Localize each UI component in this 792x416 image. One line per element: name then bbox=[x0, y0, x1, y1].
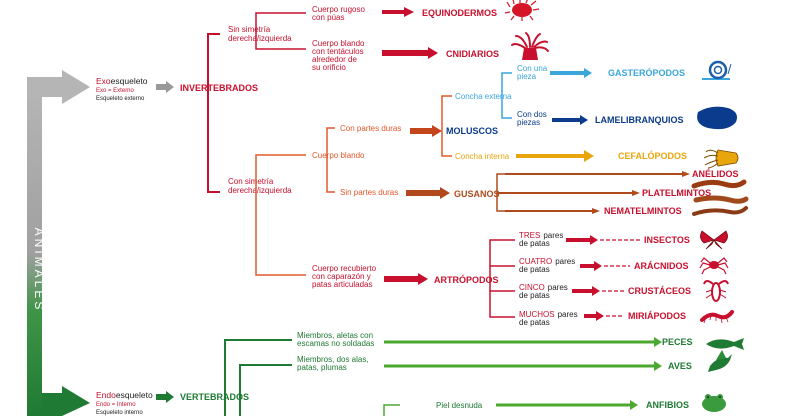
anelidos-result: ANÉLIDOS bbox=[692, 169, 739, 179]
bird-icon bbox=[708, 350, 732, 372]
artropodos-bracket bbox=[489, 239, 515, 318]
frog-icon bbox=[702, 394, 726, 412]
gusanos-arrow bbox=[406, 187, 450, 199]
vert-bracket bbox=[224, 339, 292, 416]
insectos-arrow bbox=[566, 235, 598, 245]
crustaceos-result: CRUSTÁCEOS bbox=[628, 286, 691, 296]
anfibios-arrow bbox=[630, 400, 638, 410]
miriapodos-result: MIRIÁPODOS bbox=[628, 311, 686, 321]
lamelibranquios-arrow bbox=[552, 115, 588, 125]
invert-bracket bbox=[207, 33, 220, 193]
vert-bracket-anfibios bbox=[383, 404, 400, 416]
trunk-bar bbox=[27, 88, 42, 416]
flatworm-icon bbox=[693, 195, 749, 204]
trunk-bottom-arrow bbox=[42, 386, 90, 416]
gusanos-label: GUSANOS bbox=[454, 189, 500, 199]
gasteropodos-arrow bbox=[550, 68, 592, 78]
equinodermos-arrow bbox=[382, 7, 414, 17]
artropodos-arrow bbox=[384, 273, 428, 285]
centipede-icon bbox=[700, 310, 734, 324]
anemone-icon bbox=[511, 32, 549, 60]
endo-label: Endoesqueleto bbox=[96, 390, 153, 400]
aves-desc: Miembros, dos alas,patas, plumas bbox=[297, 355, 369, 372]
invertebrados-label: INVERTEBRADOS bbox=[180, 83, 258, 93]
sea-urchin-icon bbox=[504, 0, 540, 21]
snail-icon bbox=[702, 60, 732, 80]
endo-sub: Esqueleto interno bbox=[96, 410, 143, 416]
annelid-icon bbox=[691, 179, 747, 189]
peces-arrow bbox=[654, 337, 662, 347]
miriapodos-arrow bbox=[584, 311, 604, 321]
peces-result: PECES bbox=[662, 337, 693, 347]
cefalopodos-result: CEFALÓPODOS bbox=[618, 150, 687, 161]
cnidarios-result: CNIDIARIOS bbox=[446, 49, 499, 59]
sin-partes-duras-label: Sin partes duras bbox=[340, 188, 398, 197]
butterfly-icon bbox=[700, 230, 728, 250]
anfibios-desc: Piel desnuda bbox=[436, 401, 483, 410]
trunk-top-arrow bbox=[27, 70, 90, 104]
nematelmintos-result: NEMATELMINTOS bbox=[604, 206, 682, 216]
artropodos-label: ARTRÓPODOS bbox=[434, 274, 499, 285]
roundworm-icon bbox=[692, 206, 748, 216]
squid-icon bbox=[703, 149, 739, 169]
con-bracket bbox=[255, 154, 306, 276]
cnidarios-arrow bbox=[382, 47, 438, 59]
gasteropodos-result: GASTERÓPODOS bbox=[608, 67, 685, 78]
lobster-icon bbox=[703, 280, 729, 302]
fish-icon bbox=[706, 338, 744, 350]
cefalopodos-arrow bbox=[516, 150, 594, 162]
nematelmintos-arrow bbox=[592, 208, 600, 214]
anelidos-arrow bbox=[682, 171, 690, 177]
concha-externa-label: Concha externa bbox=[455, 92, 512, 101]
exo-label: Exoesqueleto bbox=[96, 76, 148, 86]
moluscos-label: MOLUSCOS bbox=[446, 126, 498, 136]
aves-result: AVES bbox=[668, 361, 692, 371]
spider-icon bbox=[699, 257, 729, 275]
equinodermos-result: EQUINODERMOS bbox=[422, 8, 497, 18]
exo-arrow bbox=[156, 81, 174, 93]
endo-arrow bbox=[156, 391, 174, 403]
crustaceos-arrow bbox=[572, 286, 600, 296]
platelmintos-result: PLATELMINTOS bbox=[642, 188, 711, 198]
platelmintos-arrow bbox=[632, 190, 640, 196]
moluscos-bracket bbox=[441, 95, 452, 157]
con-partes-duras-label: Con partes duras bbox=[340, 124, 401, 133]
aracnidos-arrow bbox=[580, 261, 602, 271]
vert-bracket-aves bbox=[239, 364, 292, 416]
mussel-icon bbox=[697, 106, 737, 130]
exo-sub: Esqueleto externo bbox=[96, 96, 145, 102]
concha-interna-label: Concha interna bbox=[455, 152, 510, 161]
concha-externa-bracket bbox=[501, 72, 512, 119]
endo-note: Endo = Interno bbox=[96, 402, 136, 408]
exo-note: Exo = Externo bbox=[96, 88, 135, 94]
trunk-title: ANIMALES bbox=[32, 228, 46, 313]
insectos-result: INSECTOS bbox=[644, 235, 690, 245]
aves-arrow bbox=[654, 361, 662, 371]
vertebrados-label: VERTEBRADOS bbox=[180, 392, 249, 402]
blando-bracket bbox=[326, 127, 335, 193]
moluscos-arrow bbox=[410, 125, 442, 137]
aracnidos-result: ARÁCNIDOS bbox=[634, 261, 689, 271]
sin-bracket bbox=[255, 12, 306, 50]
lamelibranquios-result: LAMELIBRANQUIOS bbox=[595, 115, 684, 125]
anfibios-result: ANFIBIOS bbox=[646, 400, 689, 410]
cuerpo-blando-label: Cuerpo blando bbox=[312, 151, 365, 160]
